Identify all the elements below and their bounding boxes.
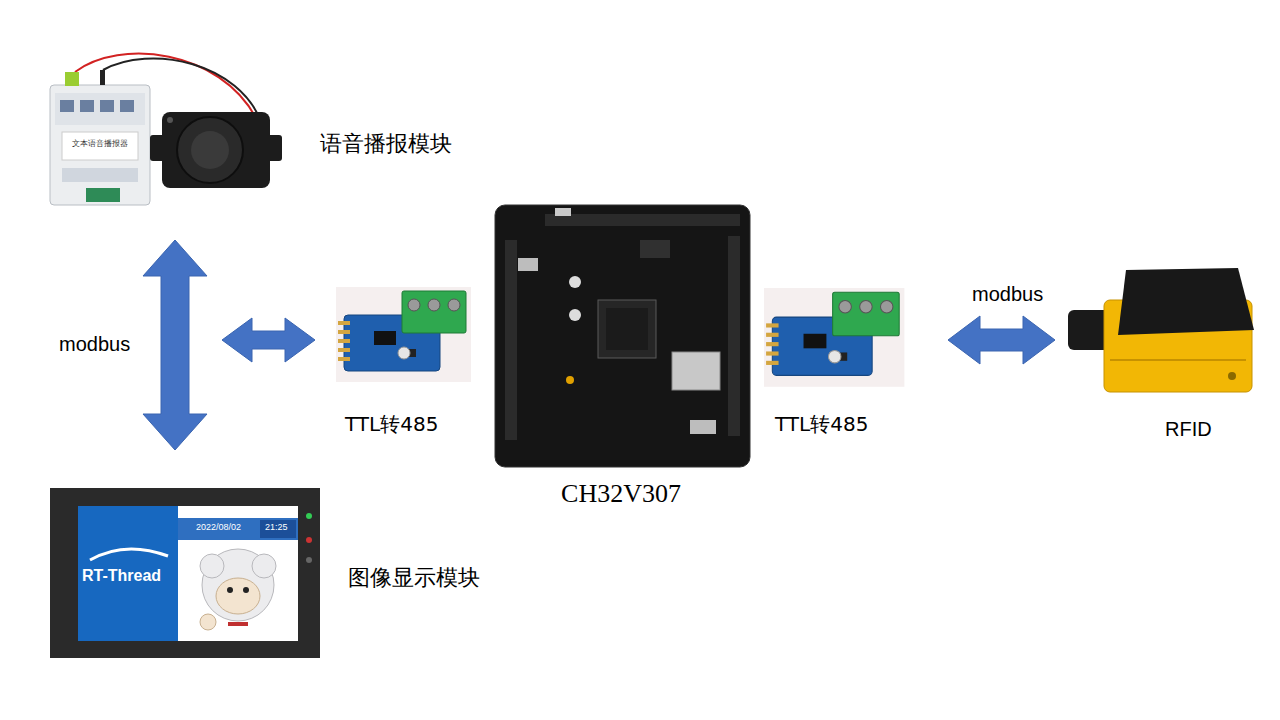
- mcu-board-illustration: [569, 276, 581, 288]
- mcu-board-illustration: [505, 240, 517, 440]
- display-illustration: [50, 488, 320, 658]
- protocol-label: modbus: [57, 332, 132, 356]
- device-label: TTL转485: [345, 412, 438, 436]
- mcu-board-illustration: [640, 240, 670, 258]
- device-label: 语音播报模块: [320, 131, 452, 157]
- display-illustration: [90, 549, 168, 560]
- mcu-board-illustration: [606, 308, 648, 350]
- printed-text: 21:25: [265, 522, 288, 533]
- rfid-reader-illustration: [1228, 372, 1236, 380]
- display-illustration: [306, 537, 312, 543]
- rfid-reader-illustration: [1068, 268, 1254, 392]
- device-label: TTL转485: [775, 412, 868, 436]
- voice-module-illustration: [100, 70, 105, 85]
- voice-module-illustration: [167, 117, 173, 123]
- protocol-label: modbus: [970, 282, 1045, 306]
- voice-module-illustration: [60, 100, 74, 112]
- mcu-board-illustration: [598, 300, 656, 358]
- display-illustration: [252, 554, 276, 578]
- rfid-reader-illustration: [1110, 359, 1246, 361]
- display-illustration: [200, 614, 216, 630]
- mcu-board-illustration: [555, 208, 571, 216]
- voice-module-illustration: [50, 85, 150, 205]
- mcu-board-illustration: [569, 309, 581, 321]
- mcu-board-illustration: [495, 205, 750, 467]
- block-arrow: [222, 318, 315, 362]
- mcu-board-illustration: [728, 236, 740, 436]
- display-illustration: [260, 520, 296, 538]
- display-illustration: [227, 587, 233, 593]
- voice-module-illustration: [62, 168, 138, 182]
- block-arrow: [948, 316, 1055, 364]
- device-node: RFID: [1065, 265, 1255, 395]
- voice-module-illustration: [62, 132, 138, 160]
- printed-text: RT-Thread: [82, 566, 161, 585]
- voice-module-illustration: [86, 188, 120, 202]
- device-node: TTL转485: [337, 287, 470, 380]
- display-illustration: [306, 557, 312, 563]
- mcu-board-illustration: [690, 420, 716, 434]
- voice-module-illustration: [50, 54, 282, 205]
- mcu-board-illustration: [566, 376, 574, 384]
- mcu-board-illustration: [495, 205, 750, 467]
- voice-module-illustration: [80, 100, 94, 112]
- ttl-rs485-board: [336, 287, 471, 382]
- mcu-board-illustration: [672, 352, 720, 390]
- device-node: CH32V307: [492, 200, 750, 470]
- voice-module-illustration: [100, 100, 114, 112]
- device-label: CH32V307: [492, 478, 750, 509]
- ttl-rs485-board: [764, 288, 904, 387]
- display-illustration: [200, 554, 224, 578]
- printed-text: 文本语音播报器: [72, 139, 128, 149]
- display-illustration: [178, 518, 298, 540]
- device-node: TTL转485: [762, 287, 905, 385]
- mcu-board-illustration: [518, 258, 538, 271]
- display-illustration: [306, 513, 312, 519]
- display-illustration: [50, 488, 320, 658]
- voice-module-illustration: [162, 112, 270, 188]
- voice-module-illustration: [191, 131, 229, 169]
- voice-module-illustration: [120, 100, 134, 112]
- display-illustration: [243, 587, 249, 593]
- mcu-board-illustration: [545, 214, 740, 226]
- device-label: 图像显示模块: [348, 565, 480, 591]
- block-arrow: [143, 240, 207, 450]
- voice-module-illustration: [65, 72, 79, 86]
- rfid-reader-illustration: [1118, 268, 1254, 335]
- printed-text: 2022/08/02: [196, 522, 241, 533]
- display-illustration: [78, 506, 178, 641]
- device-node: 语音播报模块: [45, 65, 280, 205]
- display-illustration: [216, 578, 260, 614]
- display-illustration: [228, 622, 248, 626]
- device-label: RFID: [1165, 417, 1212, 441]
- voice-module-illustration: [177, 117, 243, 183]
- display-illustration: [78, 506, 298, 641]
- voice-module-illustration: [55, 93, 145, 125]
